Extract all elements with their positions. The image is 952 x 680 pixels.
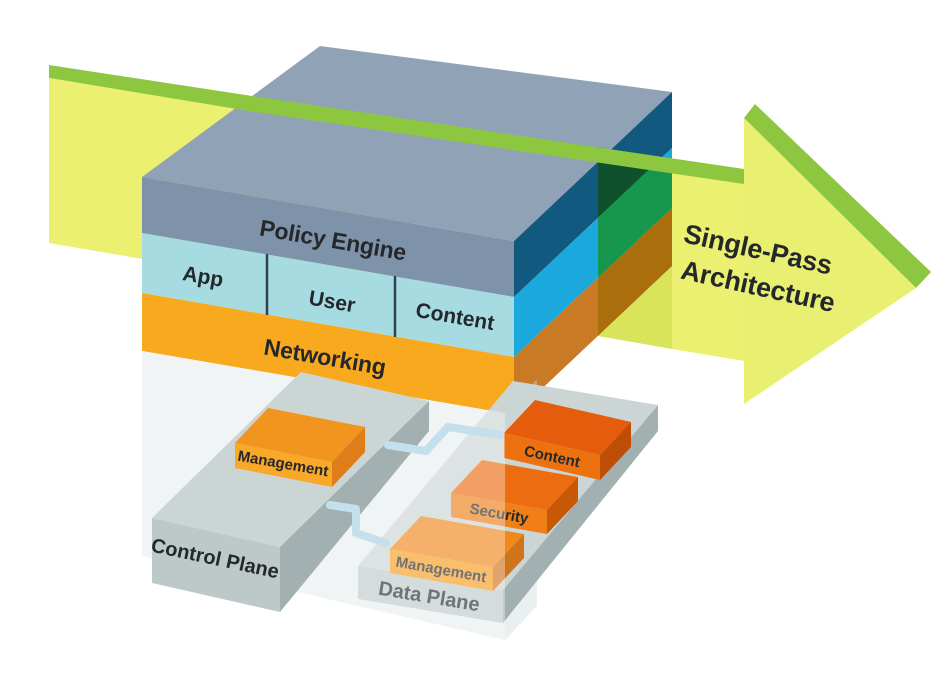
control-management-top [235, 408, 365, 462]
data-management-front [390, 549, 493, 591]
arrow-body-right [672, 160, 744, 361]
connector-cable-upper [384, 423, 504, 455]
arrow-top-ribbon-over-box [235, 96, 744, 184]
arrow-top-ribbon-left [49, 65, 252, 109]
plane-connectors [326, 423, 504, 547]
traffic-arrow-through [235, 96, 744, 361]
data-plane: Management Security Content Data Plane [358, 381, 658, 623]
security-top [451, 460, 578, 510]
app-user-content-band-front [142, 233, 514, 357]
control-plane-front [152, 518, 280, 612]
arrow-head-face [744, 118, 916, 404]
data-management-module: Management [390, 516, 524, 591]
control-management-front [235, 443, 332, 487]
data-management-top [390, 516, 524, 567]
arrow-head-top-ribbon [744, 104, 931, 288]
traffic-arrow-head: Single-Pass Architecture [678, 104, 931, 404]
data-plane-front [358, 566, 503, 623]
arrow-body-overlay [598, 147, 672, 349]
control-management-side [332, 427, 365, 487]
content-module-side [600, 422, 631, 480]
content-module: Content [504, 400, 631, 480]
connector-cable-lower [326, 501, 390, 547]
appliance-top-face [142, 46, 672, 241]
policy-engine-front [142, 177, 514, 297]
content-module-top [504, 400, 631, 455]
security-side [547, 477, 578, 534]
control-management-module: Management [235, 408, 365, 487]
security-front [451, 493, 547, 534]
content-module-front [504, 433, 600, 480]
data-management-side [493, 534, 524, 591]
policy-engine-side [514, 92, 672, 297]
networking-front [142, 293, 514, 415]
